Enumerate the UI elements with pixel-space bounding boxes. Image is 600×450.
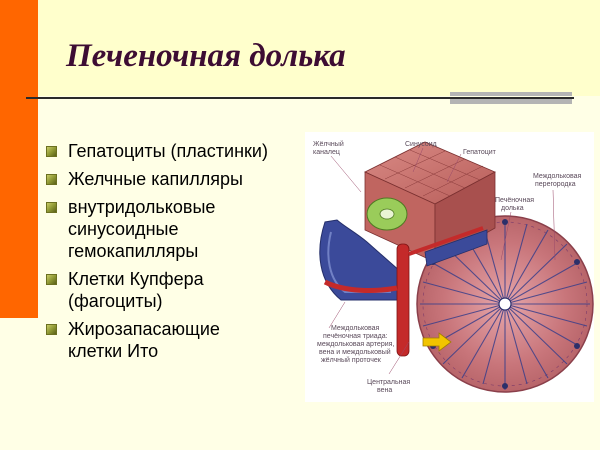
label-lobule: Печёночная <box>495 197 534 204</box>
label-triad: Междольковая <box>331 325 380 332</box>
bullet-square-icon <box>46 202 57 213</box>
liver-lobule-diagram: Жёлчный каналец Синусоид Гепатоцит Междо… <box>305 132 594 402</box>
triad-arrow-icon <box>422 332 452 352</box>
bullet-item: Жирозапасающие клетки Ито <box>46 318 308 362</box>
bullet-line: Жирозапасающие <box>68 319 220 339</box>
bullet-line: (фагоциты) <box>68 291 163 311</box>
bullet-line: внутридольковые <box>68 197 216 217</box>
bullet-line: клетки Ито <box>68 341 159 361</box>
bullet-line: Клетки Купфера <box>68 269 204 289</box>
bullet-square-icon <box>46 174 57 185</box>
label-hepatocyte: Гепатоцит <box>463 149 497 156</box>
label-triad: печёночная триада: <box>323 333 388 340</box>
bullet-line: гемокапилляры <box>68 241 199 261</box>
label-septum: Междольковая <box>533 173 582 180</box>
label-bile-canal: Жёлчный <box>313 140 344 148</box>
interlobular-artery <box>323 226 484 357</box>
label-lobule: долька <box>501 205 524 212</box>
label-central-vein: вена <box>377 387 392 394</box>
label-central-vein: Центральная <box>367 379 410 386</box>
slide-title: Печеночная долька <box>66 38 346 74</box>
bullet-line: Гепатоциты (пластинки) <box>68 141 268 161</box>
bullet-square-icon <box>46 274 57 285</box>
bullet-line: синусоидные <box>68 219 179 239</box>
label-bile-canal: каналец <box>313 149 340 156</box>
label-septum: перегородка <box>535 181 576 188</box>
bullet-square-icon <box>46 146 57 157</box>
bullet-item: Гепатоциты (пластинки) <box>46 140 308 162</box>
title-divider <box>26 97 574 99</box>
lobule-cross-section <box>416 215 594 393</box>
liver-lobule-illustration: Жёлчный каналец Синусоид Гепатоцит Междо… <box>313 140 594 394</box>
label-triad: междольковая артерия, <box>317 341 394 348</box>
bullet-line: Желчные капилляры <box>68 169 243 189</box>
bullet-item: Клетки Купфера (фагоциты) <box>46 268 308 312</box>
bullet-item: Желчные капилляры <box>46 168 308 190</box>
bullet-square-icon <box>46 324 57 335</box>
label-sinusoid: Синусоид <box>405 141 437 148</box>
bullet-list: Гепатоциты (пластинки) Желчные капилляры… <box>46 140 308 368</box>
bullet-item: внутридольковые синусоидные гемокапилляр… <box>46 196 308 262</box>
label-triad: жёлчный проточек <box>321 356 382 364</box>
title-divider-accent <box>450 92 572 104</box>
left-accent-bar <box>0 0 38 318</box>
title-band <box>38 0 600 96</box>
label-triad: вена и междольковый <box>319 348 391 356</box>
